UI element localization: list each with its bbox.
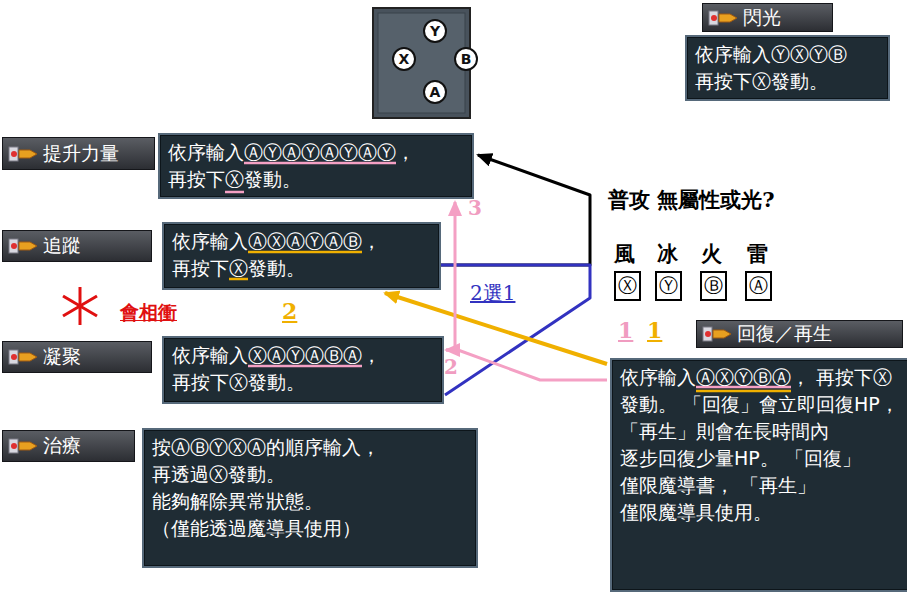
element-key-box: Ⓨ: [655, 271, 682, 301]
element-key-box: Ⓑ: [700, 271, 727, 301]
skill-description-box: 依序輸入ⒶⓎⒶⓎⒶⓎⒶⓎ， 再按下Ⓧ發動。: [158, 133, 474, 199]
element-name: 冰: [657, 240, 678, 268]
skill-title-tab: 回復／再生: [696, 320, 903, 348]
skill-icon: [8, 236, 38, 256]
connector-label: 2選1: [470, 280, 515, 307]
skill-description-box: 依序輸入ⒶⓍⓎⒷⒶ， 再按下Ⓧ發動。 「回復」會立即回復HP， 「再生」則會在長…: [610, 358, 907, 592]
button-letter: Y: [430, 23, 440, 39]
description-text: 依序輸入ⒶⓍⒶⓎⒶⒷ， 再按下Ⓧ發動。: [172, 228, 431, 282]
button-letter: B: [461, 51, 472, 67]
skill-title-tab: 追蹤: [2, 230, 152, 262]
callout-number: 2: [444, 355, 458, 379]
description-text: 依序輸入ⓎⓍⓎⒷ 再按下Ⓧ發動。: [695, 41, 880, 95]
description-text: 依序輸入ⒶⓎⒶⓎⒶⓎⒶⓎ， 再按下Ⓧ發動。: [168, 139, 464, 193]
element-key-box: Ⓧ: [614, 271, 641, 301]
skill-icon: [8, 436, 38, 456]
skill-name: 追蹤: [43, 233, 81, 259]
skill-title-tab: 閃光: [702, 3, 833, 32]
skill-description-box: 依序輸入ⒶⓍⒶⓎⒶⒷ， 再按下Ⓧ發動。: [162, 222, 441, 290]
element-name: 火: [701, 240, 722, 268]
button-letter: X: [399, 51, 410, 67]
callout-number: 1: [647, 317, 662, 343]
skill-title-tab: 提升力量: [2, 137, 155, 170]
skill-name: 閃光: [743, 5, 781, 31]
annotation: 普攻 無屬性或光?: [608, 186, 775, 214]
warning-note: 會相衝: [120, 300, 177, 326]
skill-icon: [8, 144, 38, 164]
button-letter: Ⓑ: [704, 273, 723, 299]
element-name: 雷: [747, 240, 768, 268]
skill-description-box: 按ⒶⒷⓎⓍⒶ的順序輸入， 再透過Ⓧ發動。 能夠解除異常狀態。 （僅能透過魔導具使…: [142, 428, 478, 568]
element-name: 風: [614, 240, 635, 268]
skill-icon: [8, 347, 38, 367]
skill-name: 凝聚: [43, 344, 81, 370]
description-text: 依序輸入ⒶⓍⓎⒷⒶ， 再按下Ⓧ發動。 「回復」會立即回復HP， 「再生」則會在長…: [620, 364, 900, 526]
skill-icon: [702, 324, 732, 344]
callout-number: 2: [282, 298, 297, 324]
controller-button: X: [392, 47, 416, 71]
controller-button: Y: [423, 19, 447, 43]
skill-name: 治療: [43, 433, 81, 459]
skill-description-box: 依序輸入ⓎⓍⓎⒷ 再按下Ⓧ發動。: [685, 35, 890, 101]
description-text: 依序輸入ⓍⒶⓎⒶⒷⒶ， 再按下Ⓧ發動。: [172, 342, 434, 396]
controller-button: B: [454, 47, 478, 71]
skill-title-tab: 凝聚: [2, 341, 152, 373]
skill-title-tab: 治療: [2, 430, 135, 462]
controller-button: A: [423, 80, 447, 104]
skill-description-box: 依序輸入ⓍⒶⓎⒶⒷⒶ， 再按下Ⓧ發動。: [162, 336, 444, 404]
clash-asterisk: [63, 287, 97, 325]
element-key-box: Ⓐ: [745, 271, 772, 301]
button-letter: Ⓨ: [659, 273, 678, 299]
button-letter: A: [430, 84, 441, 100]
flow-connector: [446, 350, 607, 380]
description-text: 按ⒶⒷⓎⓍⒶ的順序輸入， 再透過Ⓧ發動。 能夠解除異常狀態。 （僅能透過魔導具使…: [152, 434, 427, 542]
flow-connector: [441, 265, 590, 395]
controller-panel-inner: [378, 13, 465, 113]
skill-name: 回復／再生: [737, 321, 832, 347]
skill-icon: [708, 8, 738, 28]
button-letter: Ⓧ: [618, 273, 637, 299]
flow-connector: [446, 202, 455, 350]
skill-name: 提升力量: [43, 141, 119, 167]
button-letter: Ⓐ: [749, 273, 768, 299]
callout-number: 1: [618, 317, 633, 343]
callout-number: 3: [468, 196, 482, 220]
